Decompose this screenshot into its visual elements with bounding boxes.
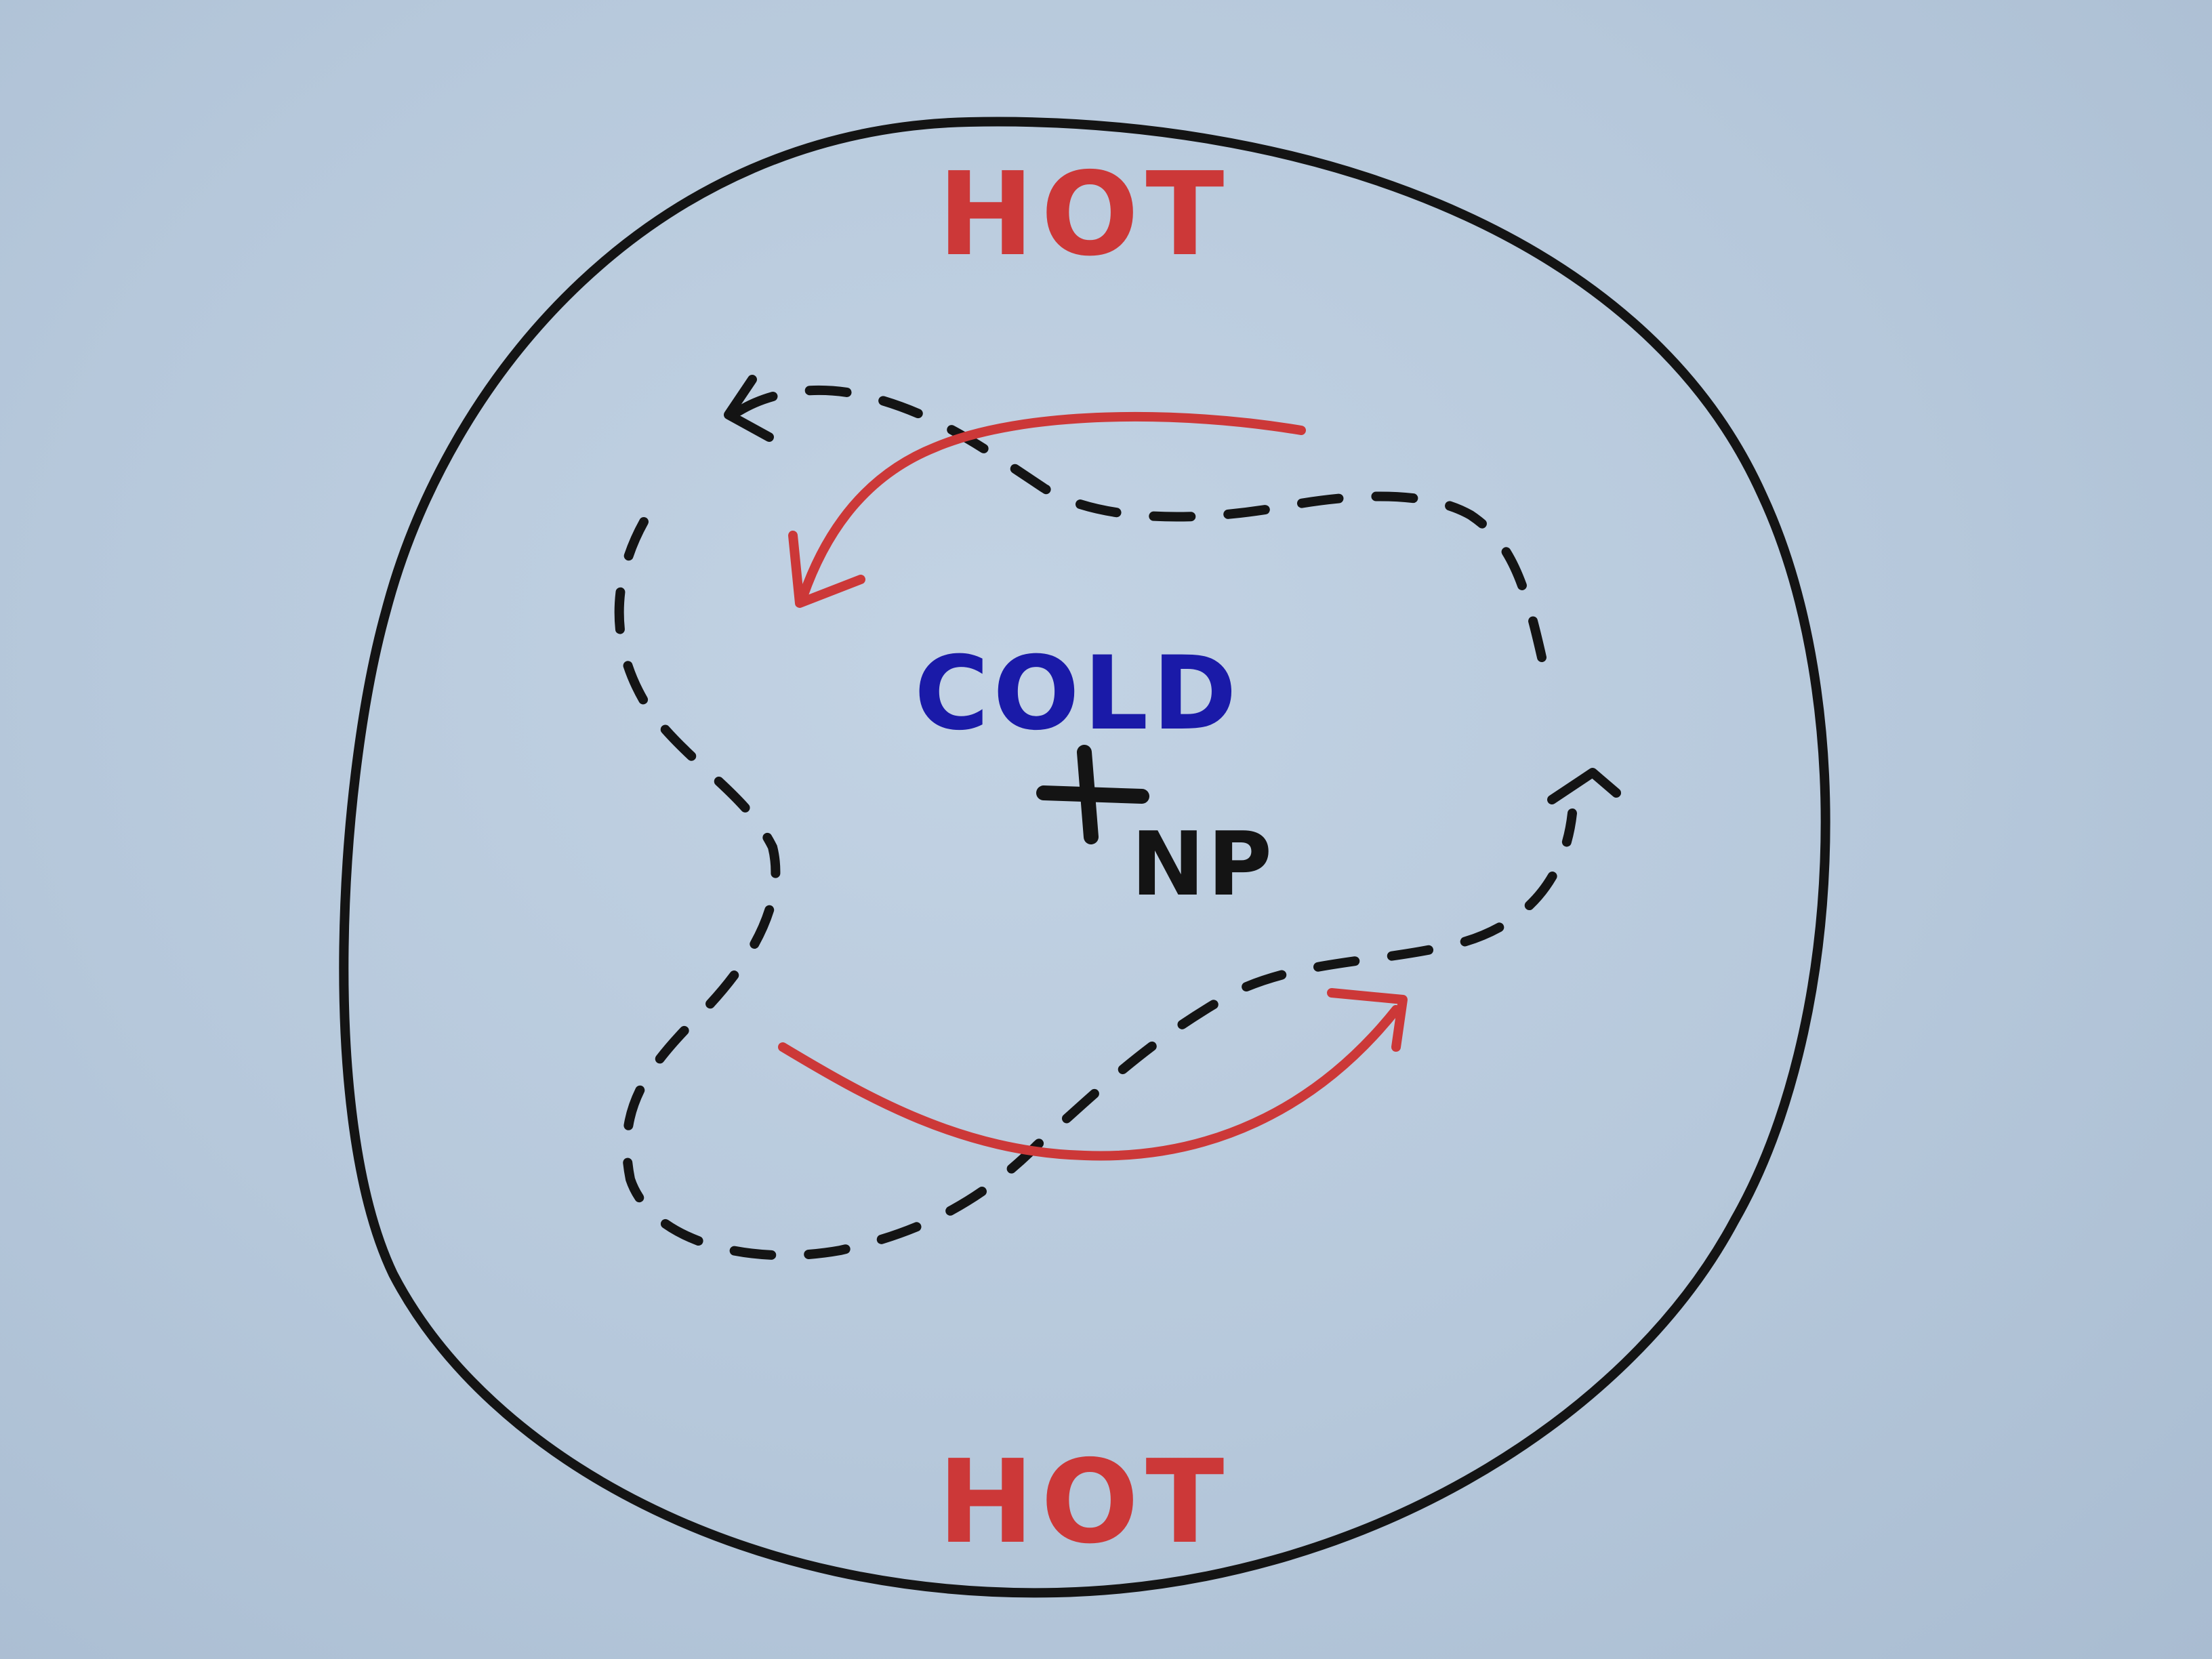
red-arrowhead-lower [1327, 988, 1408, 1052]
pole-plus-icon [1036, 745, 1149, 844]
outer-circle [339, 117, 1830, 1598]
dashed-path-left [614, 517, 1577, 1261]
red-arrow-lower [778, 1005, 1401, 1161]
red-arrow-upper [798, 411, 1306, 601]
black-arrowhead-lower [1547, 768, 1621, 804]
dashed-path-upper [731, 385, 1547, 662]
black-arrowhead-upper [724, 375, 774, 442]
hot-label-bottom: HOT [938, 1435, 1231, 1570]
cold-label: COLD [914, 635, 1241, 753]
hot-label-top: HOT [938, 148, 1231, 282]
red-arrowhead-upper [788, 531, 865, 608]
pole-label: NP [1131, 813, 1275, 916]
